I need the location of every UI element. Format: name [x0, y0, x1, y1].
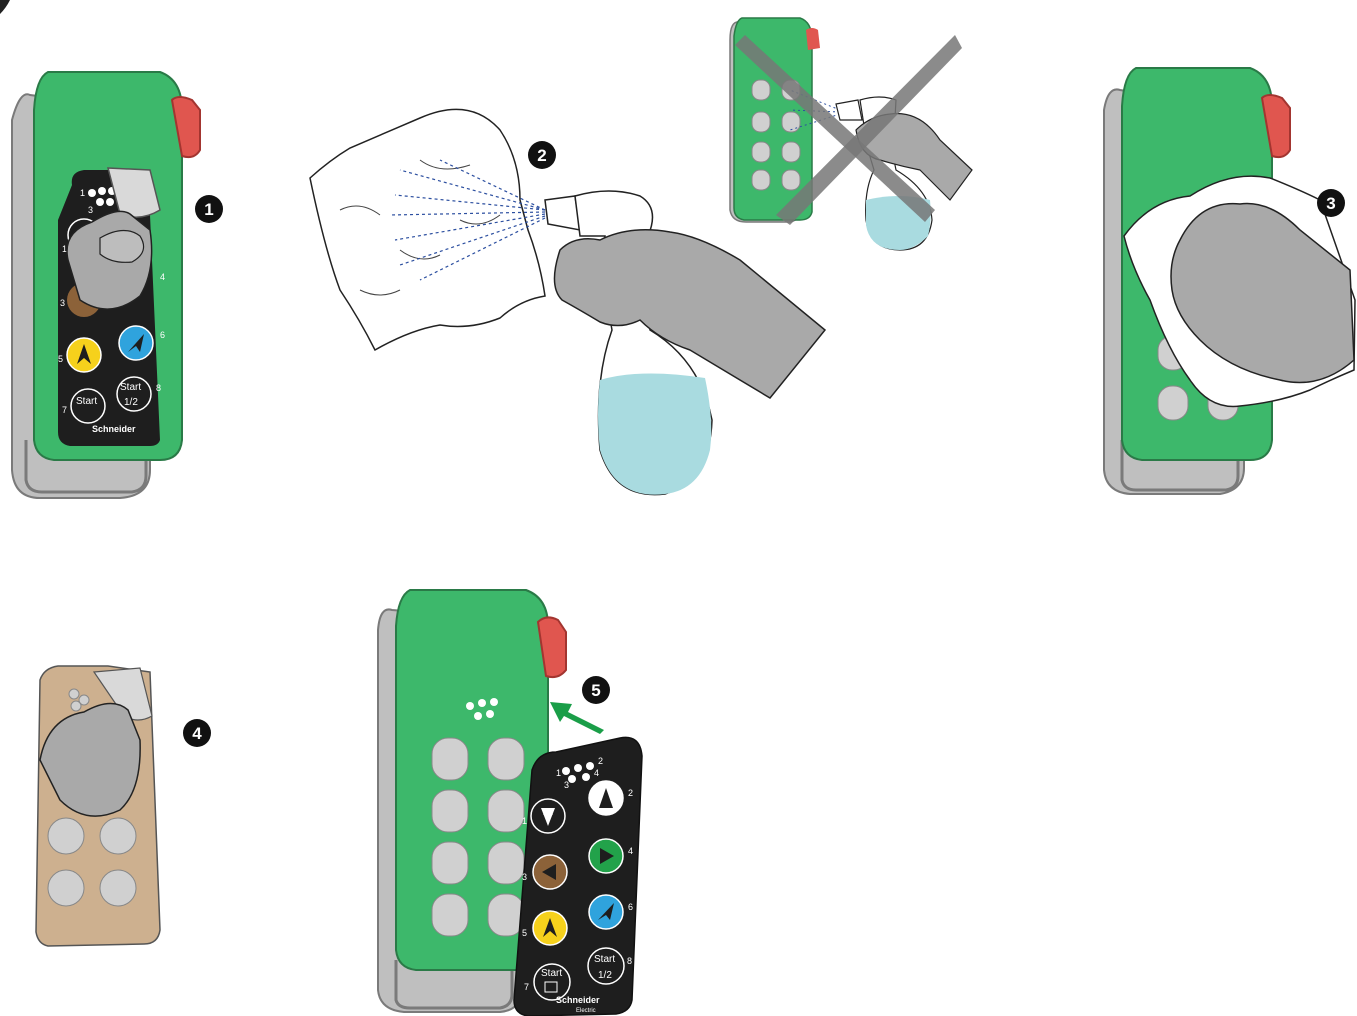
brand-sub-label: Electric	[576, 1008, 596, 1014]
overlay-led-2: 2	[598, 756, 603, 766]
cloth-icon	[310, 109, 545, 350]
emergency-stop-icon	[806, 28, 820, 50]
step-2-number: 2	[537, 146, 546, 165]
step-5-number: 5	[591, 681, 600, 700]
button-label-2: 2	[628, 788, 633, 798]
overlay-led-3: 3	[88, 205, 93, 215]
button-label-4: 4	[628, 846, 633, 856]
button-label-3: 3	[60, 298, 65, 308]
button-label-8: 8	[156, 383, 161, 393]
corner-mark	[0, 0, 10, 14]
button-label-1: 1	[62, 244, 67, 254]
overlay-led-1: 1	[556, 768, 561, 778]
direction-arrow-icon	[550, 702, 604, 734]
forbidden-direct-spray	[730, 18, 972, 250]
start-label: Start	[76, 396, 97, 407]
liquid-icon	[598, 373, 711, 494]
start-label: Start	[594, 954, 615, 965]
button-label-5: 5	[58, 354, 63, 364]
step-1-number: 1	[204, 200, 213, 219]
button-label-6: 6	[160, 330, 165, 340]
overlay-led-3: 3	[564, 780, 569, 790]
step-3-number: 3	[1326, 194, 1335, 213]
start-label: Start	[120, 382, 141, 393]
step5-apply-overlay: 5 1 2 3 4 1 2 3 4 5 6 Start 7 Start	[378, 590, 642, 1016]
button-label-1: 1	[522, 816, 527, 826]
step-4-number: 4	[192, 724, 202, 743]
overlay-led-1: 1	[80, 188, 85, 198]
nozzle-icon	[545, 196, 580, 230]
overlay-led-4: 4	[594, 768, 599, 778]
button-label-3: 3	[522, 872, 527, 882]
half-label: 1/2	[598, 970, 612, 981]
brand-label: Schneider	[556, 995, 600, 1005]
button-label-4: 4	[160, 272, 165, 282]
button-label-7: 7	[524, 982, 529, 992]
button-label-7: 7	[62, 405, 67, 415]
start-label: Start	[541, 968, 562, 979]
button-label-5: 5	[522, 928, 527, 938]
step4-peel-liner: 4	[36, 666, 211, 946]
thumb-icon	[100, 230, 144, 262]
step1-remote: 1 3 1 3 4 5 6 Start 7 Start 1/2 8 Schnei…	[12, 72, 223, 498]
button-label-8: 8	[627, 956, 632, 966]
step3-wipe: 3	[1104, 68, 1355, 494]
button-label-6: 6	[628, 902, 633, 912]
half-label: 1/2	[124, 397, 138, 408]
brand-label: Schneider	[92, 424, 136, 434]
nozzle-icon	[836, 100, 862, 120]
